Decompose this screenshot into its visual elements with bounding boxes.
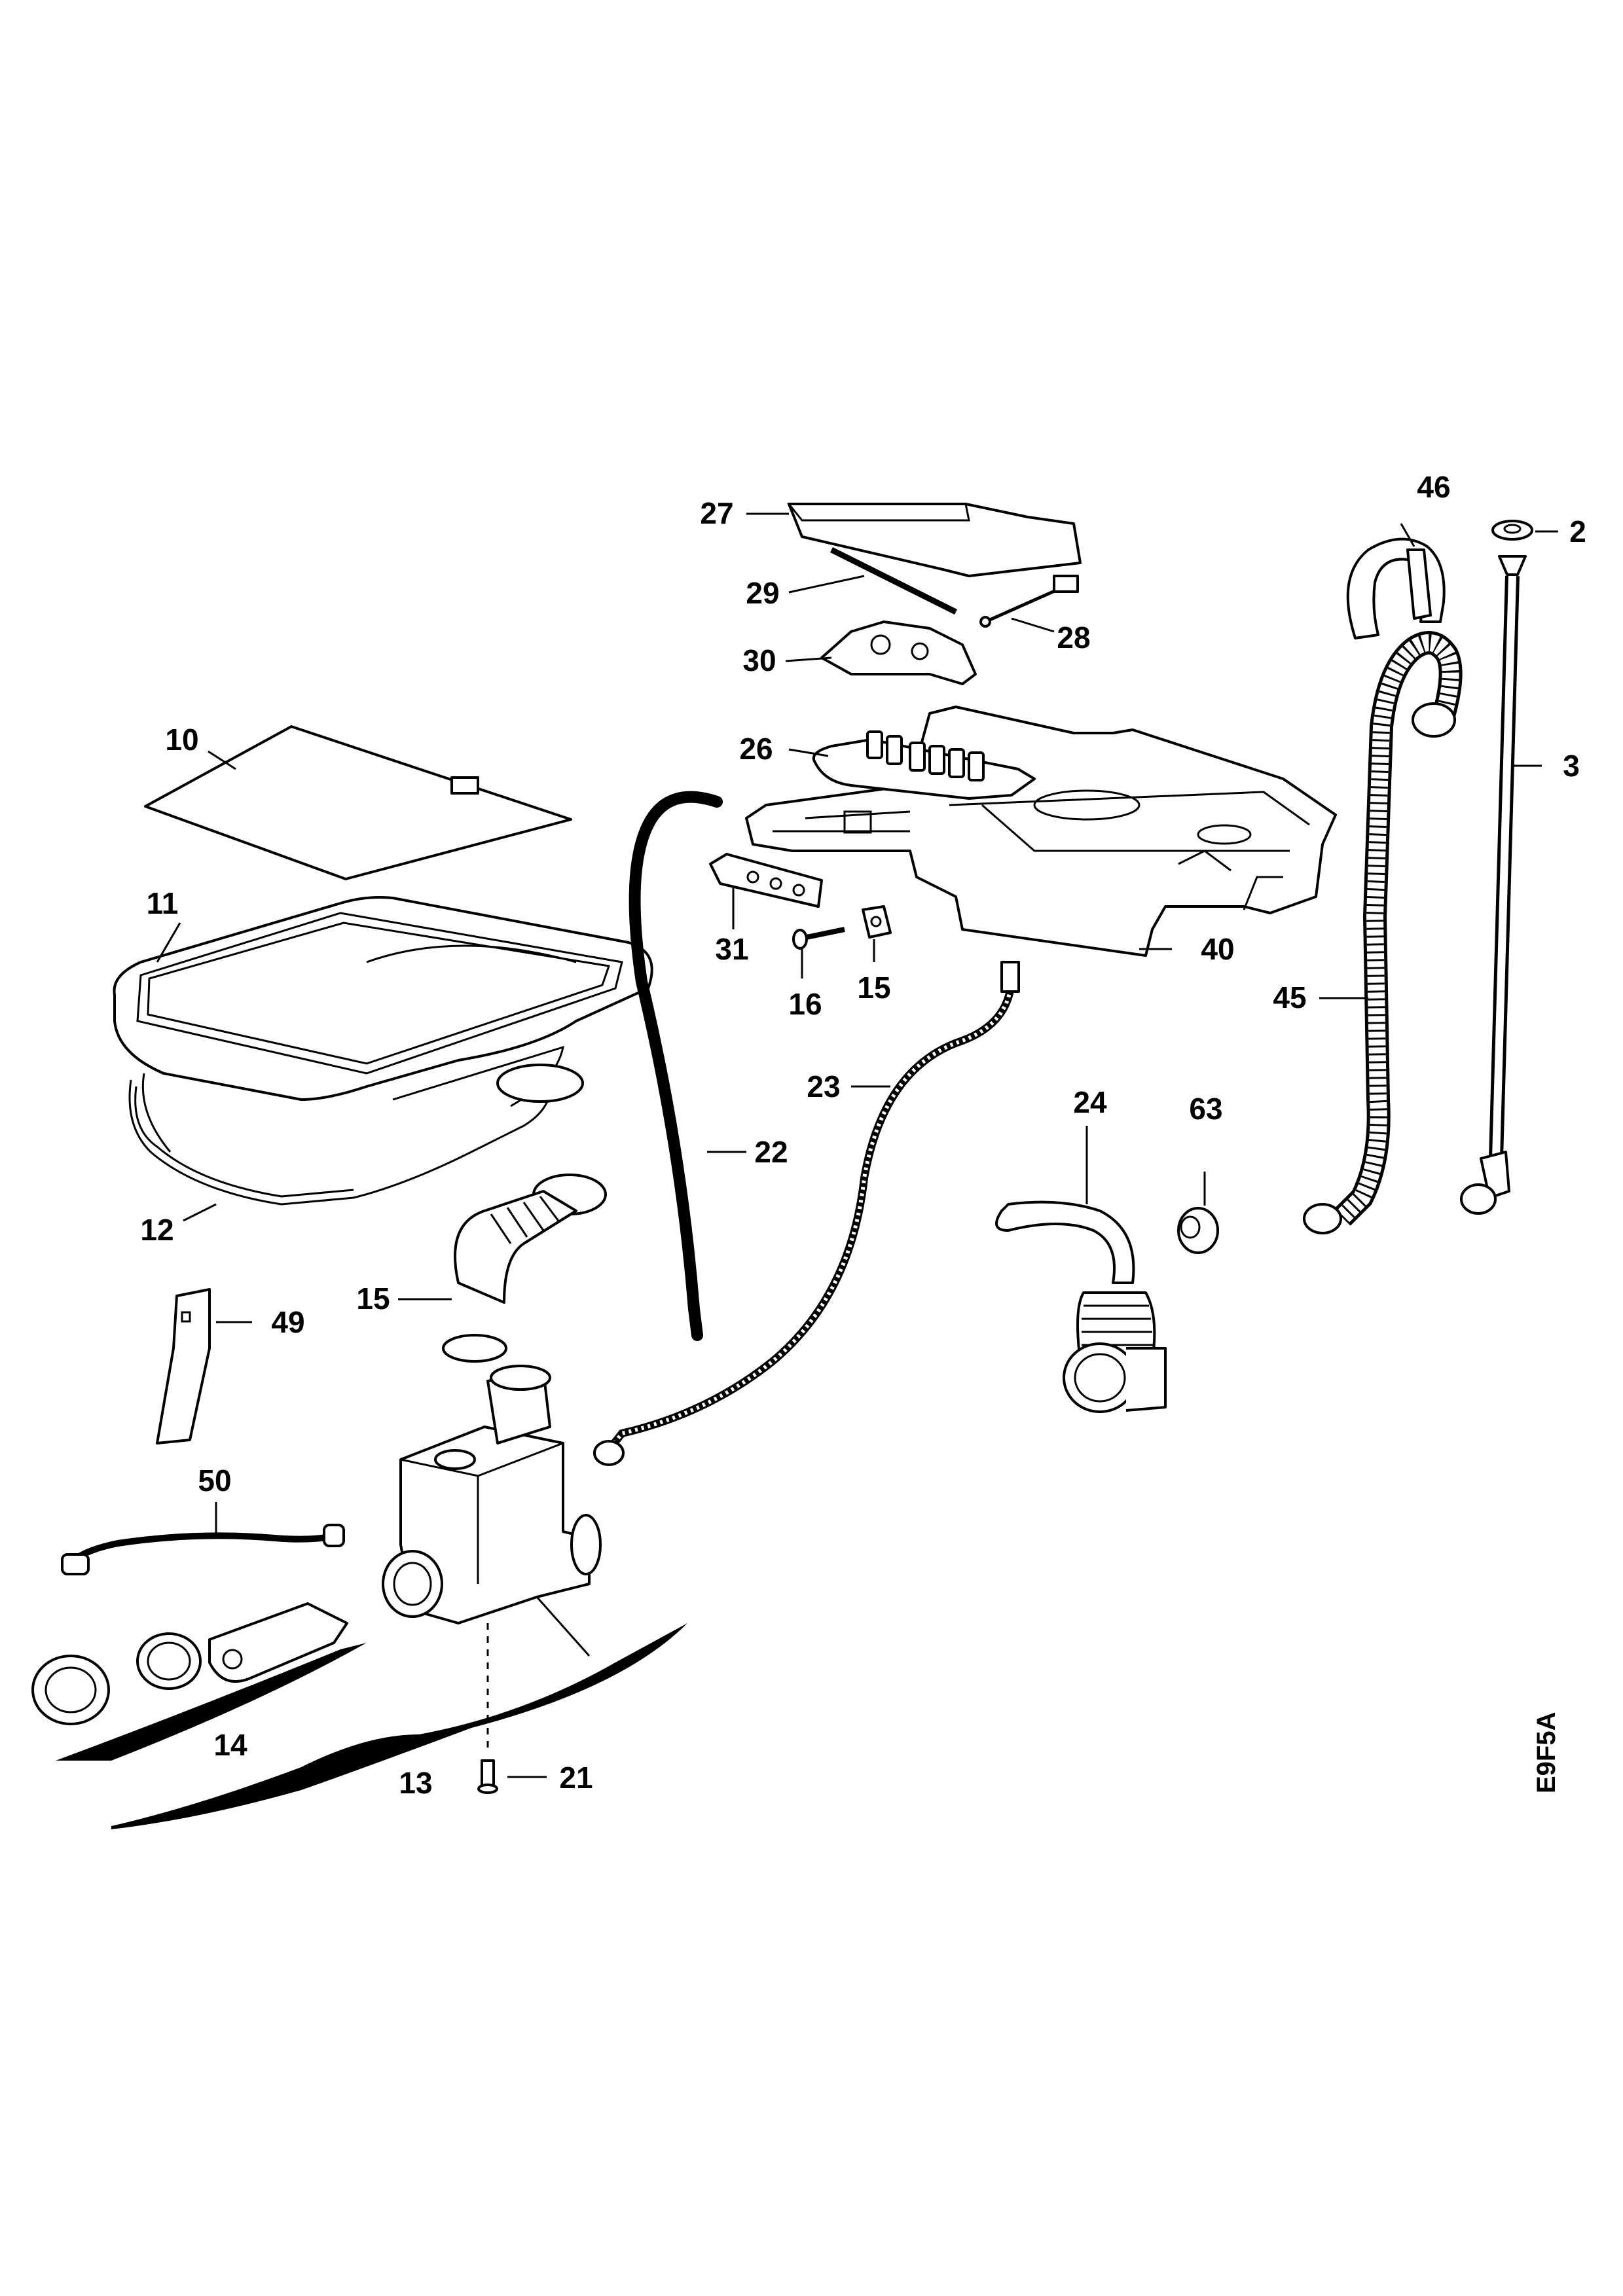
label-22: 22 [754,1135,788,1169]
label-2: 2 [1569,514,1586,548]
label-20: 15 [356,1282,390,1316]
label-10: 10 [165,723,198,757]
label-50: 50 [198,1463,231,1498]
label-11: 11 [147,886,179,920]
part-26-switch-module [788,730,1036,800]
part-30-lever-assembly [785,620,977,685]
part-12-tub-seal [128,1073,553,1222]
part-11-tub-frame [113,896,653,1153]
part-16-bolt [792,927,845,978]
part-45-outlet-hose [1303,631,1463,1234]
part-40-control-base [745,706,1337,957]
part-27-panel-cover [746,503,1082,577]
part-2-washer [1491,520,1558,541]
part-31-indicator-strip [709,853,823,929]
part-14-filter-assembly [31,1602,367,1761]
label-27: 27 [700,496,733,530]
label-63: 63 [1189,1092,1222,1126]
label-14: 14 [213,1728,247,1762]
label-23: 23 [807,1069,840,1103]
label-46: 46 [1417,470,1450,504]
part-63-plug [1177,1172,1219,1254]
part-21-screw [477,1623,547,1794]
label-26: 26 [739,732,773,766]
part-22-drain-hose [629,791,746,1341]
label-15: 15 [857,971,890,1005]
label-3: 3 [1563,749,1580,783]
part-50-sensor-hose [61,1502,345,1575]
label-21: 21 [559,1761,593,1795]
part-23-pressure-hose [593,961,1020,1466]
label-12: 12 [140,1213,173,1247]
label-40: 40 [1201,932,1234,966]
label-30: 30 [742,643,776,677]
label-28: 28 [1057,620,1090,655]
part-15-nut [862,905,892,962]
part-3-inlet-hose [1460,555,1542,1215]
part-10-lid-panel [144,725,572,880]
part-24-sump-hose [995,1126,1167,1413]
part-29-rod [788,547,958,615]
part-28-linkage [979,575,1079,633]
part-13-pump-housing [111,1365,687,1829]
label-24: 24 [1073,1085,1107,1119]
label-45: 45 [1273,980,1306,1014]
part-49-clip [156,1288,252,1444]
label-13: 13 [399,1766,432,1800]
drawing-code: E9F5A [1532,1712,1561,1794]
label-49: 49 [271,1305,304,1339]
part-46-hose-hook [1346,523,1446,639]
label-29: 29 [746,576,779,610]
label-31: 31 [715,932,748,966]
part-20-bellows-hose [398,1064,607,1363]
label-16: 16 [788,987,822,1021]
